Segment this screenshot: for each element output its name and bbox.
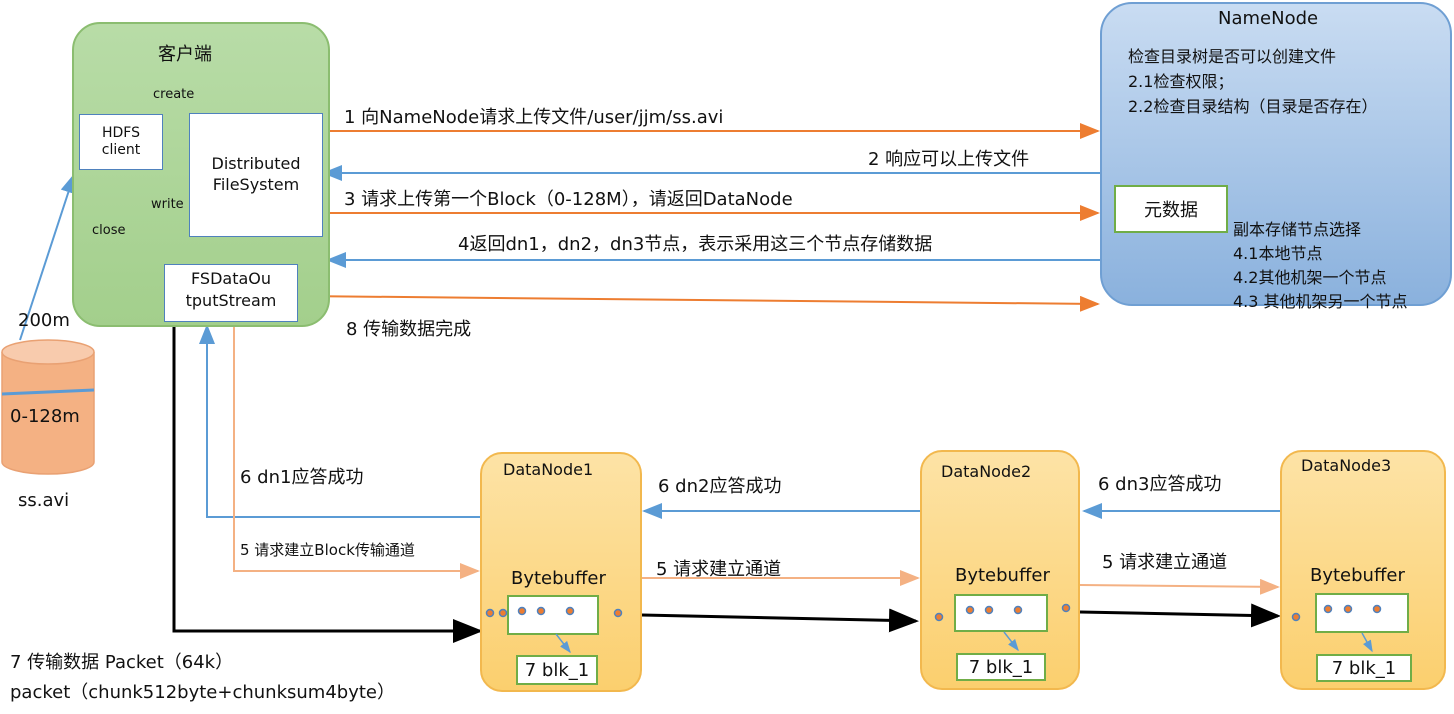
packet-label-line2: packet（chunk512byte+chunksum4byte） xyxy=(10,682,395,703)
datanode1-block-label: 7 blk_1 xyxy=(524,659,590,681)
packet-dot xyxy=(536,606,546,616)
dn2-ack-label: 6 dn2应答成功 xyxy=(658,476,782,497)
close-label: close xyxy=(92,223,126,238)
datanode2-block-label: 7 blk_1 xyxy=(968,656,1034,678)
packet-dot xyxy=(565,606,575,616)
dn1-ack-arrow xyxy=(199,324,480,518)
dn1-to-dn2-data-arrow xyxy=(641,608,919,633)
packet-dot xyxy=(1343,604,1353,614)
fsdataoutputstream-label-line2: tputStream xyxy=(185,290,277,310)
packet-dot xyxy=(517,606,527,616)
distributed-filesystem-label: Distributed FileSystem xyxy=(211,154,301,194)
packet-dot xyxy=(965,605,975,615)
step1-label: 1 向NameNode请求上传文件/user/jjm/ss.avi xyxy=(344,107,724,128)
packet-dot xyxy=(984,605,994,615)
datanode1-title: DataNode1 xyxy=(503,460,594,479)
replica-line: 4.1本地节点 xyxy=(1233,244,1323,263)
namenode-node[interactable] xyxy=(1100,2,1452,306)
metadata-box[interactable]: 元数据 xyxy=(1114,185,1228,233)
packet-dot xyxy=(1291,612,1301,622)
dn1-buffer-to-block-arrow xyxy=(555,633,571,654)
datanode1-block-box: 7 blk_1 xyxy=(516,655,598,685)
namenode-check-line: 2.2检查目录结构（目录是否存在） xyxy=(1128,97,1378,116)
client-channel-label: 5 请求建立Block传输通道 xyxy=(240,541,415,559)
dn1-dn2-channel-label: 5 请求建立通道 xyxy=(656,559,782,580)
replica-line: 副本存储节点选择 xyxy=(1233,220,1362,239)
datanode2-bytebuffer-label: Bytebuffer xyxy=(955,565,1050,586)
file-size-label: 200m xyxy=(18,310,70,331)
packet-dot xyxy=(1323,604,1333,614)
packet-dot xyxy=(1372,604,1382,614)
file-block-label: 0-128m xyxy=(10,406,80,427)
file-name-label: ss.avi xyxy=(18,490,70,511)
fsdataoutputstream-box[interactable]: FSDataOu tputStream xyxy=(164,264,298,322)
packet-label-line1: 7 传输数据 Packet（64k） xyxy=(10,652,234,673)
dn2-to-dn3-data-arrow xyxy=(1079,603,1281,628)
datanode3-bytebuffer-label: Bytebuffer xyxy=(1310,565,1405,586)
namenode-title: NameNode xyxy=(1218,8,1319,29)
step3-label: 3 请求上传第一个Block（0-128M），请返回DataNode xyxy=(344,189,793,210)
packet-dot xyxy=(1061,603,1071,613)
packet-to-dn1-arrow xyxy=(172,322,483,643)
write-label: write xyxy=(151,197,184,212)
file-to-client-arrow xyxy=(19,173,77,341)
replica-selection-list: 副本存储节点选择 4.1本地节点 4.2其他机架一个节点 4.3 其他机架另一个… xyxy=(1233,218,1408,314)
replica-line: 4.2其他机架一个节点 xyxy=(1233,268,1387,287)
step8-label: 8 传输数据完成 xyxy=(346,319,472,340)
packet-dot xyxy=(498,608,508,618)
datanode2-title: DataNode2 xyxy=(941,462,1032,481)
packet-dot xyxy=(934,612,944,622)
fsdataoutputstream-label-line1: FSDataOu xyxy=(190,269,271,288)
dn2-buffer-to-block-arrow xyxy=(1003,631,1019,652)
packet-dot xyxy=(1013,605,1023,615)
datanode3-block-box: 7 blk_1 xyxy=(1316,654,1412,682)
namenode-check-line: 2.1检查权限； xyxy=(1128,72,1234,91)
replica-line: 4.3 其他机架另一个节点 xyxy=(1233,292,1408,311)
dn1-ack-label: 6 dn1应答成功 xyxy=(240,467,364,488)
client-title: 客户端 xyxy=(158,44,212,65)
hdfs-client-label: HDFS client xyxy=(101,124,141,159)
create-label: create xyxy=(153,87,195,102)
packet-dot xyxy=(613,608,623,618)
datanode1-bytebuffer-label: Bytebuffer xyxy=(511,568,606,589)
dn2-dn3-channel-label: 5 请求建立通道 xyxy=(1102,552,1228,573)
datanode2-block-box: 7 blk_1 xyxy=(956,653,1046,681)
dn3-buffer-to-block-arrow xyxy=(1361,632,1373,653)
step2-label: 2 响应可以上传文件 xyxy=(868,149,1030,170)
step8-arrow xyxy=(299,295,1100,312)
distributed-filesystem-box[interactable]: Distributed FileSystem xyxy=(189,113,323,237)
dn2-to-dn3-channel-arrow xyxy=(1079,578,1280,595)
metadata-label: 元数据 xyxy=(1144,200,1198,221)
client-to-dn1-channel-arrow xyxy=(233,326,480,579)
namenode-check-line: 检查目录树是否可以创建文件 xyxy=(1128,47,1337,66)
dn3-ack-label: 6 dn3应答成功 xyxy=(1098,474,1222,495)
namenode-check-list: 检查目录树是否可以创建文件 2.1检查权限； 2.2检查目录结构（目录是否存在） xyxy=(1128,44,1377,119)
packet-dot xyxy=(485,608,495,618)
hdfs-client-box[interactable]: HDFS client xyxy=(79,114,163,170)
datanode2[interactable] xyxy=(920,450,1080,690)
datanode3-bytebuffer-box xyxy=(1315,593,1409,633)
datanode3-title: DataNode3 xyxy=(1301,456,1392,475)
step4-label: 4返回dn1，dn2，dn3节点，表示采用这三个节点存储数据 xyxy=(458,234,933,255)
datanode3-block-label: 7 blk_1 xyxy=(1331,657,1397,679)
file-cylinder xyxy=(1,339,95,475)
